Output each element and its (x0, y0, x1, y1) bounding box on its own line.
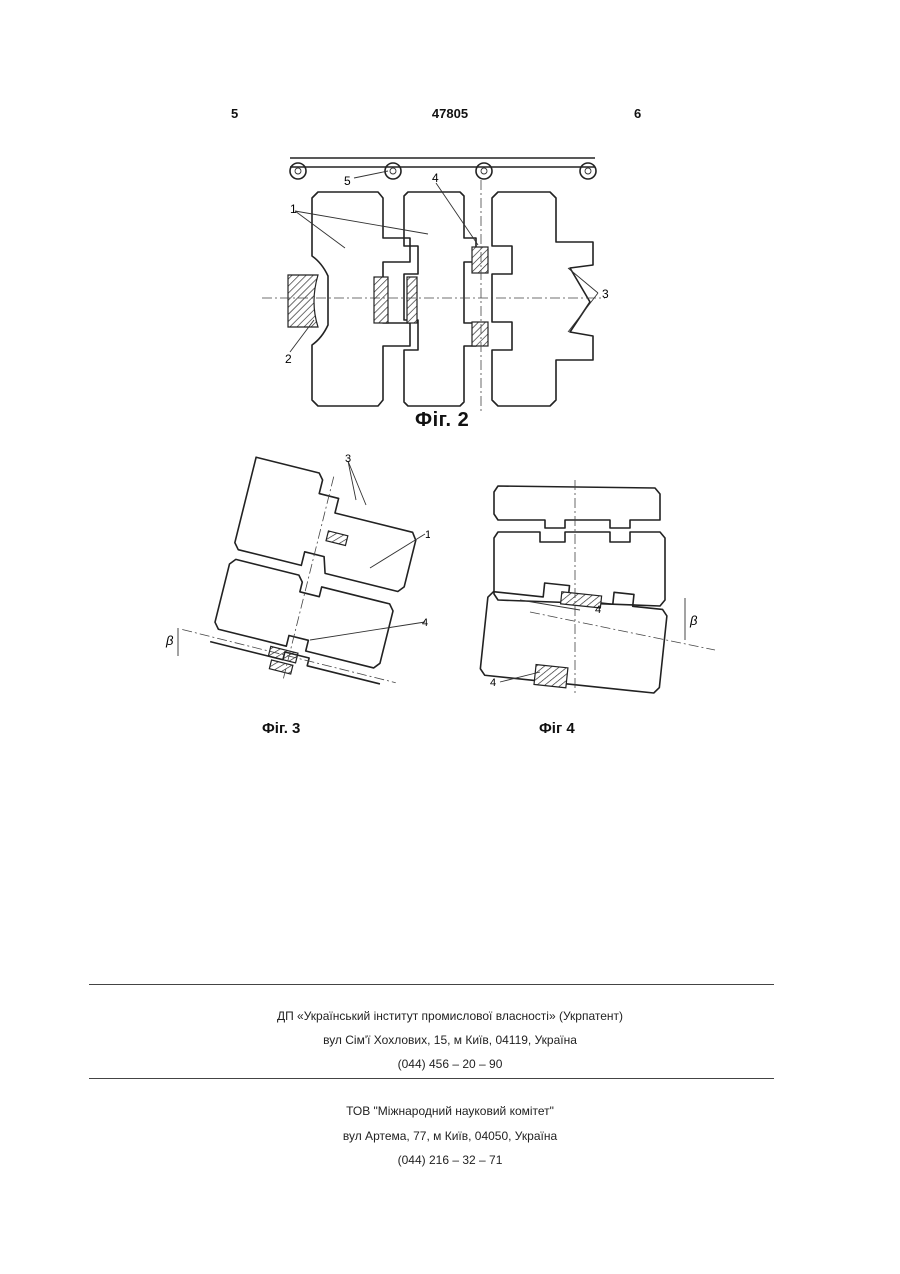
figure-3-caption: Фіг. 3 (262, 720, 300, 737)
figure-3-drawing: 3 1 4 β (160, 450, 430, 695)
fig2-label-3: 3 (602, 287, 609, 301)
patent-number: 47805 (0, 106, 900, 121)
fig4-label-4a: 4 (490, 677, 496, 689)
footer-divider-bottom (89, 1078, 774, 1079)
link-right (492, 192, 593, 406)
printer-name: ТОВ "Міжнародний науковий комітет" (0, 1104, 900, 1118)
fig3-label-3: 3 (345, 453, 351, 465)
printer-phone: (044) 216 – 32 – 71 (0, 1153, 900, 1167)
page-number-right: 6 (634, 106, 641, 121)
publisher-phone: (044) 456 – 20 – 90 (0, 1057, 900, 1071)
figure-2-caption: Фіг. 2 (415, 409, 469, 432)
printer-address: вул Артема, 77, м Київ, 04050, Україна (0, 1129, 900, 1143)
fig3-label-1: 1 (425, 529, 430, 541)
figure-4-caption: Фіг 4 (539, 720, 575, 737)
publisher-address: вул Сім'ї Хохлових, 15, м Київ, 04119, У… (0, 1033, 900, 1047)
fig3-label-beta: β (165, 633, 174, 648)
fig3-label-4: 4 (422, 617, 428, 629)
publisher-name: ДП «Український інститут промислової вла… (0, 1009, 900, 1023)
figure-2-drawing: 1 2 3 4 5 (250, 140, 630, 415)
fig2-label-1: 1 (290, 202, 297, 216)
fig2-label-4: 4 (432, 171, 439, 185)
top-rail (290, 158, 595, 167)
figure-4-drawing: 4 4 β (470, 480, 720, 705)
fig4-label-beta: β (689, 613, 698, 628)
footer-divider-top (89, 984, 774, 985)
fig4-label-4b: 4 (595, 604, 601, 616)
fig2-label-2: 2 (285, 352, 292, 366)
link-left (312, 192, 410, 406)
fig2-label-5: 5 (344, 174, 351, 188)
